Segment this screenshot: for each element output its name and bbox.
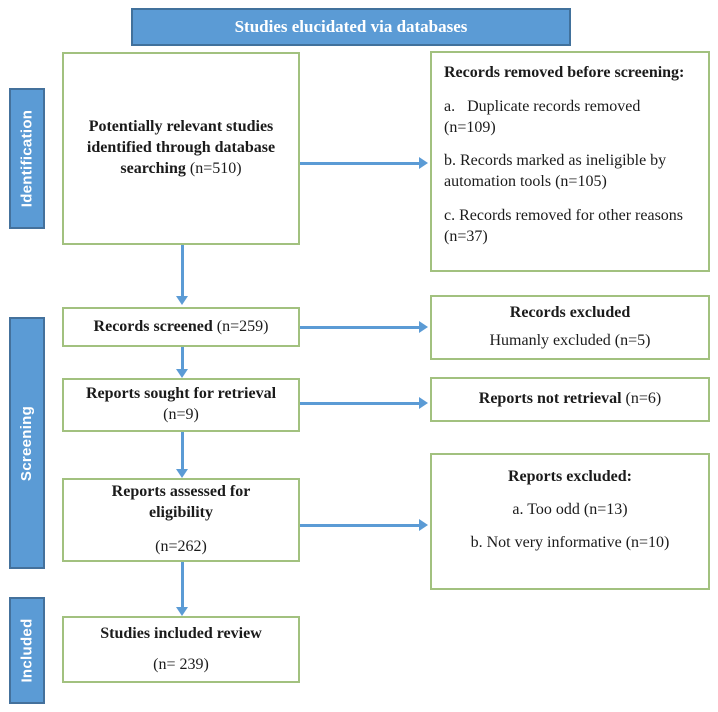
node-records-removed-item-b: b. Records marked as ineligible by autom… xyxy=(444,152,671,191)
arrow-line xyxy=(300,523,419,527)
node-records-screened-title: Records screened xyxy=(93,317,213,335)
node-reports-assessed-count: (n=262) xyxy=(155,538,207,556)
arrow-right-icon xyxy=(419,519,428,531)
node-identified-title: Potentially relevant studies identified … xyxy=(86,118,276,177)
stage-identification: Identification xyxy=(9,88,45,229)
node-reports-excluded: Reports excluded: a. Too odd (n=13) b. N… xyxy=(430,453,710,590)
node-reports-not-retrieval-count: (n=6) xyxy=(625,390,662,408)
node-identified-count: (n=510) xyxy=(189,159,242,177)
arrow-right-icon xyxy=(419,321,428,333)
arrow-right-icon xyxy=(419,397,428,409)
node-records-removed-item-a: a. Duplicate records removed (n=109) xyxy=(444,97,645,136)
arrow-down-icon xyxy=(176,296,188,305)
arrow-down-identified-to-screened xyxy=(176,245,188,305)
node-records-removed-title: Records removed before screening: xyxy=(444,64,685,81)
stage-screening-label: Screening xyxy=(18,405,36,481)
arrow-down-screened-to-sought xyxy=(176,347,188,378)
node-reports-not-retrieval-title: Reports not retrieval xyxy=(478,390,622,408)
node-studies-included-count: (n= 239) xyxy=(153,655,209,673)
stage-included: Included xyxy=(9,597,45,704)
node-reports-not-retrieval-text: Reports not retrieval (n=6) xyxy=(479,389,661,410)
node-identified-studies: Potentially relevant studies identified … xyxy=(62,52,300,245)
node-reports-sought: Reports sought for retrieval (n=9) xyxy=(62,378,300,432)
node-reports-assessed-title: Reports assessed for eligibility xyxy=(111,482,251,521)
node-records-excluded-title: Records excluded xyxy=(509,304,631,322)
node-records-excluded-detail: Humanly excluded (n=5) xyxy=(489,332,651,349)
arrow-down-sought-to-assessed xyxy=(176,432,188,478)
node-reports-excluded-item-b: b. Not very informative (n=10) xyxy=(470,533,670,551)
banner-label: Studies elucidated via databases xyxy=(234,17,468,36)
stage-included-label: Included xyxy=(18,618,36,683)
node-studies-included-title: Studies included review xyxy=(100,624,262,642)
arrow-down-assessed-to-included xyxy=(176,562,188,616)
node-reports-assessed: Reports assessed for eligibility (n=262) xyxy=(62,478,300,562)
node-identified-text: Potentially relevant studies identified … xyxy=(76,117,286,179)
node-reports-sought-count: (n=9) xyxy=(163,406,199,423)
arrow-down-icon xyxy=(176,469,188,478)
arrow-line xyxy=(180,347,184,369)
node-records-screened-text: Records screened (n=259) xyxy=(94,317,269,338)
arrow-line xyxy=(300,401,419,405)
arrow-right-screened-to-excluded xyxy=(300,321,428,333)
arrow-line xyxy=(180,432,184,469)
node-records-removed-item-c: c. Records removed for other reasons (n=… xyxy=(444,206,688,245)
node-reports-excluded-title: Reports excluded: xyxy=(508,468,632,485)
arrow-right-identified-to-removed xyxy=(300,157,428,169)
node-studies-included: Studies included review (n= 239) xyxy=(62,616,300,683)
arrow-right-sought-to-notretrieval xyxy=(300,397,428,409)
arrow-right-assessed-to-reportsexcluded xyxy=(300,519,428,531)
node-reports-excluded-item-a: a. Too odd (n=13) xyxy=(512,500,628,518)
arrow-line xyxy=(300,325,419,329)
arrow-line xyxy=(180,245,184,296)
node-reports-sought-title: Reports sought for retrieval xyxy=(85,385,277,403)
banner-studies-elucidated: Studies elucidated via databases xyxy=(131,8,571,46)
stage-screening: Screening xyxy=(9,317,45,569)
node-reports-not-retrieval: Reports not retrieval (n=6) xyxy=(430,377,710,422)
node-records-screened-count: (n=259) xyxy=(216,317,269,335)
arrow-line xyxy=(180,562,184,607)
stage-identification-label: Identification xyxy=(18,109,36,208)
node-records-excluded: Records excluded Humanly excluded (n=5) xyxy=(430,295,710,360)
arrow-down-icon xyxy=(176,369,188,378)
node-records-removed: Records removed before screening: a. Dup… xyxy=(430,51,710,272)
node-records-screened: Records screened (n=259) xyxy=(62,307,300,347)
arrow-down-icon xyxy=(176,607,188,616)
arrow-line xyxy=(300,161,419,165)
arrow-right-icon xyxy=(419,157,428,169)
